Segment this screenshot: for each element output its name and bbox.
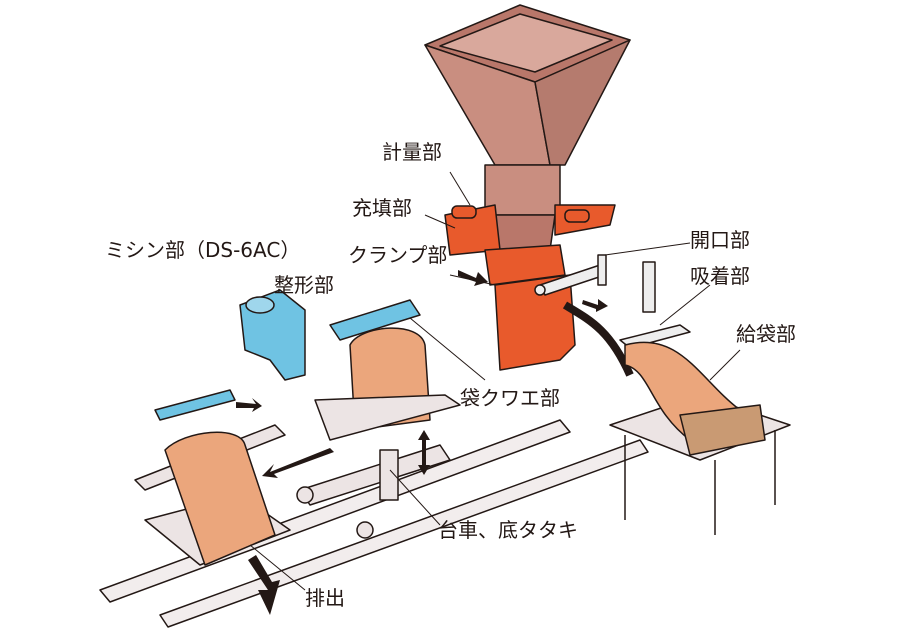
label-filling: 充填部 (352, 196, 412, 220)
opening-arm (534, 254, 607, 296)
transfer-arrow (562, 301, 634, 377)
label-weighing: 計量部 (382, 140, 442, 164)
label-shaping: 整形部 (274, 273, 334, 297)
label-clamp: クランプ部 (348, 243, 448, 267)
label-sewing: ミシン部（DS-6AC） (105, 238, 301, 262)
leader-lines (249, 171, 741, 591)
bag-feed-table (609, 341, 791, 535)
clamp-frame (444, 204, 616, 286)
bag-gripper (154, 389, 236, 421)
suction-unit (619, 261, 691, 349)
sewing-machine (239, 289, 306, 381)
label-discharge: 排出 (305, 586, 345, 610)
discharge-conveyor (134, 424, 291, 566)
cart (296, 444, 451, 539)
filling-bag (494, 274, 576, 371)
hopper (424, 4, 631, 251)
label-opening: 開口部 (690, 228, 750, 252)
shaping-station (314, 299, 461, 441)
label-bag-feed: 給袋部 (736, 322, 796, 346)
label-suction: 吸着部 (690, 264, 750, 288)
label-bag-gripper: 袋クワエ部 (460, 386, 560, 410)
label-cart: 台車、底タタキ (438, 518, 578, 542)
